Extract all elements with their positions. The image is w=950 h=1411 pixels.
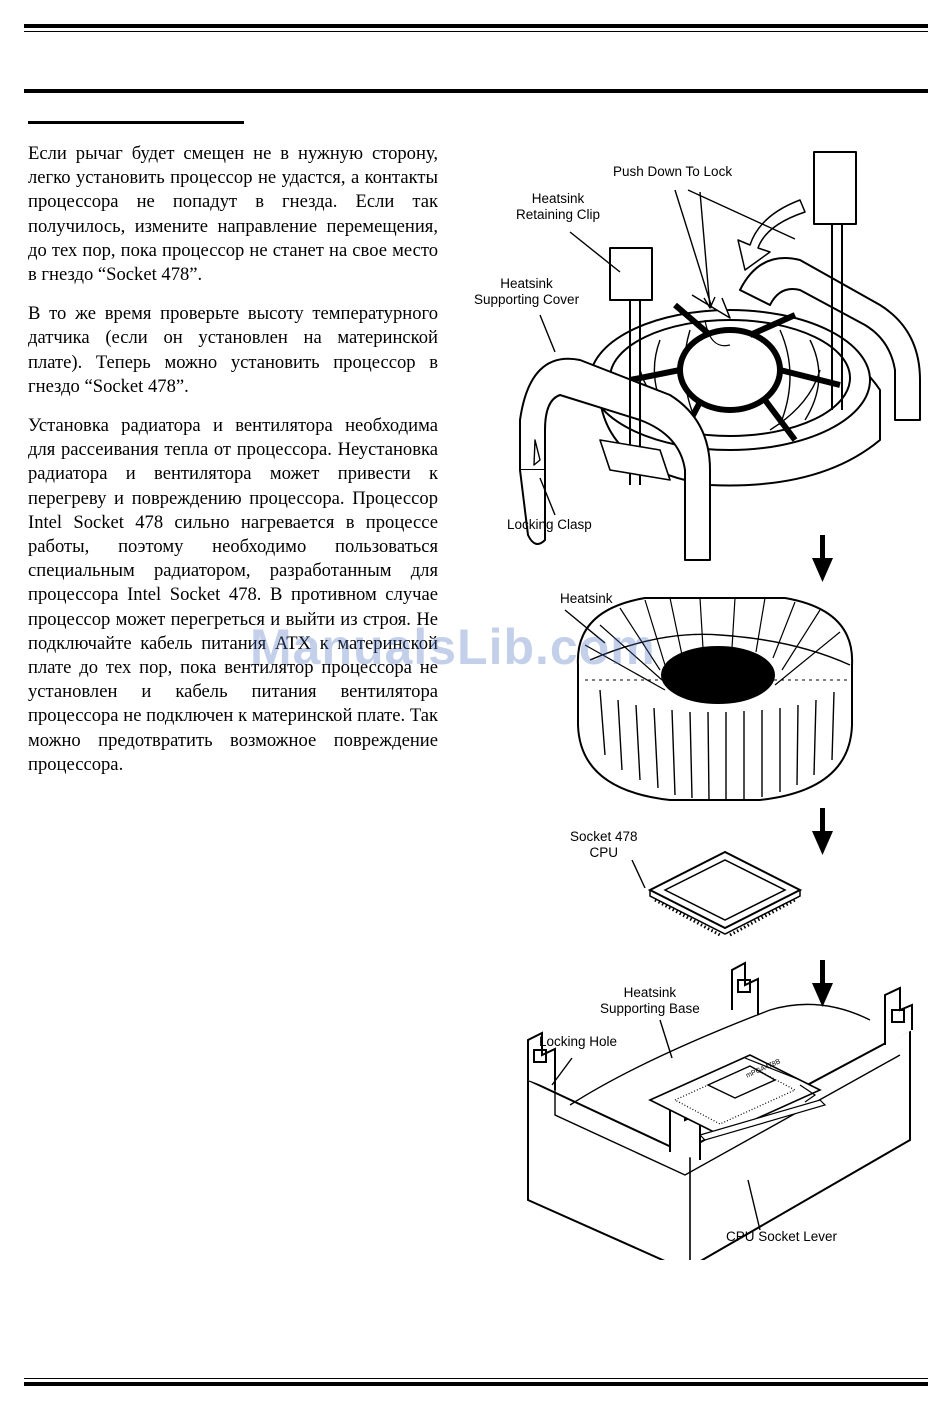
watermark: ManualsLib.com <box>250 619 656 675</box>
heatsink <box>576 597 854 801</box>
down-arrows <box>812 535 833 1007</box>
label-supporting-cover: Heatsink Supporting Cover <box>474 276 580 307</box>
paragraph-2: В то же время проверьте высоту температу… <box>28 303 438 397</box>
fan-assembly <box>519 151 921 561</box>
header-rule-bottom <box>24 89 928 93</box>
header-rule-top <box>24 24 928 28</box>
installation-diagram: mPGA478B <box>519 151 921 1260</box>
paragraph-1: Если рычаг будет смещен не в нужную стор… <box>28 143 438 286</box>
socket-478-cpu <box>647 850 803 937</box>
label-locking-clasp: Locking Clasp <box>507 517 592 532</box>
label-push-down-to-lock: Push Down To Lock <box>613 164 733 179</box>
label-heatsink: Heatsink <box>560 591 613 606</box>
heatsink-supporting-base <box>527 961 913 1260</box>
header-rule-top-thin <box>24 31 928 32</box>
section-rule <box>28 121 244 124</box>
footer-rule-thin <box>24 1378 928 1379</box>
label-socket-478-cpu: Socket 478 CPU <box>570 829 638 860</box>
label-retaining-clip: Heatsink Retaining Clip <box>516 191 601 222</box>
label-cpu-socket-lever: CPU Socket Lever <box>726 1229 838 1244</box>
label-locking-hole: Locking Hole <box>539 1034 618 1049</box>
footer-rule <box>24 1382 928 1386</box>
label-supporting-base: Heatsink Supporting Base <box>600 985 700 1016</box>
paragraph-3: Установка радиатора и вентилятора необхо… <box>28 415 438 775</box>
body-text-column: Если рычаг будет смещен не в нужную стор… <box>28 142 438 792</box>
